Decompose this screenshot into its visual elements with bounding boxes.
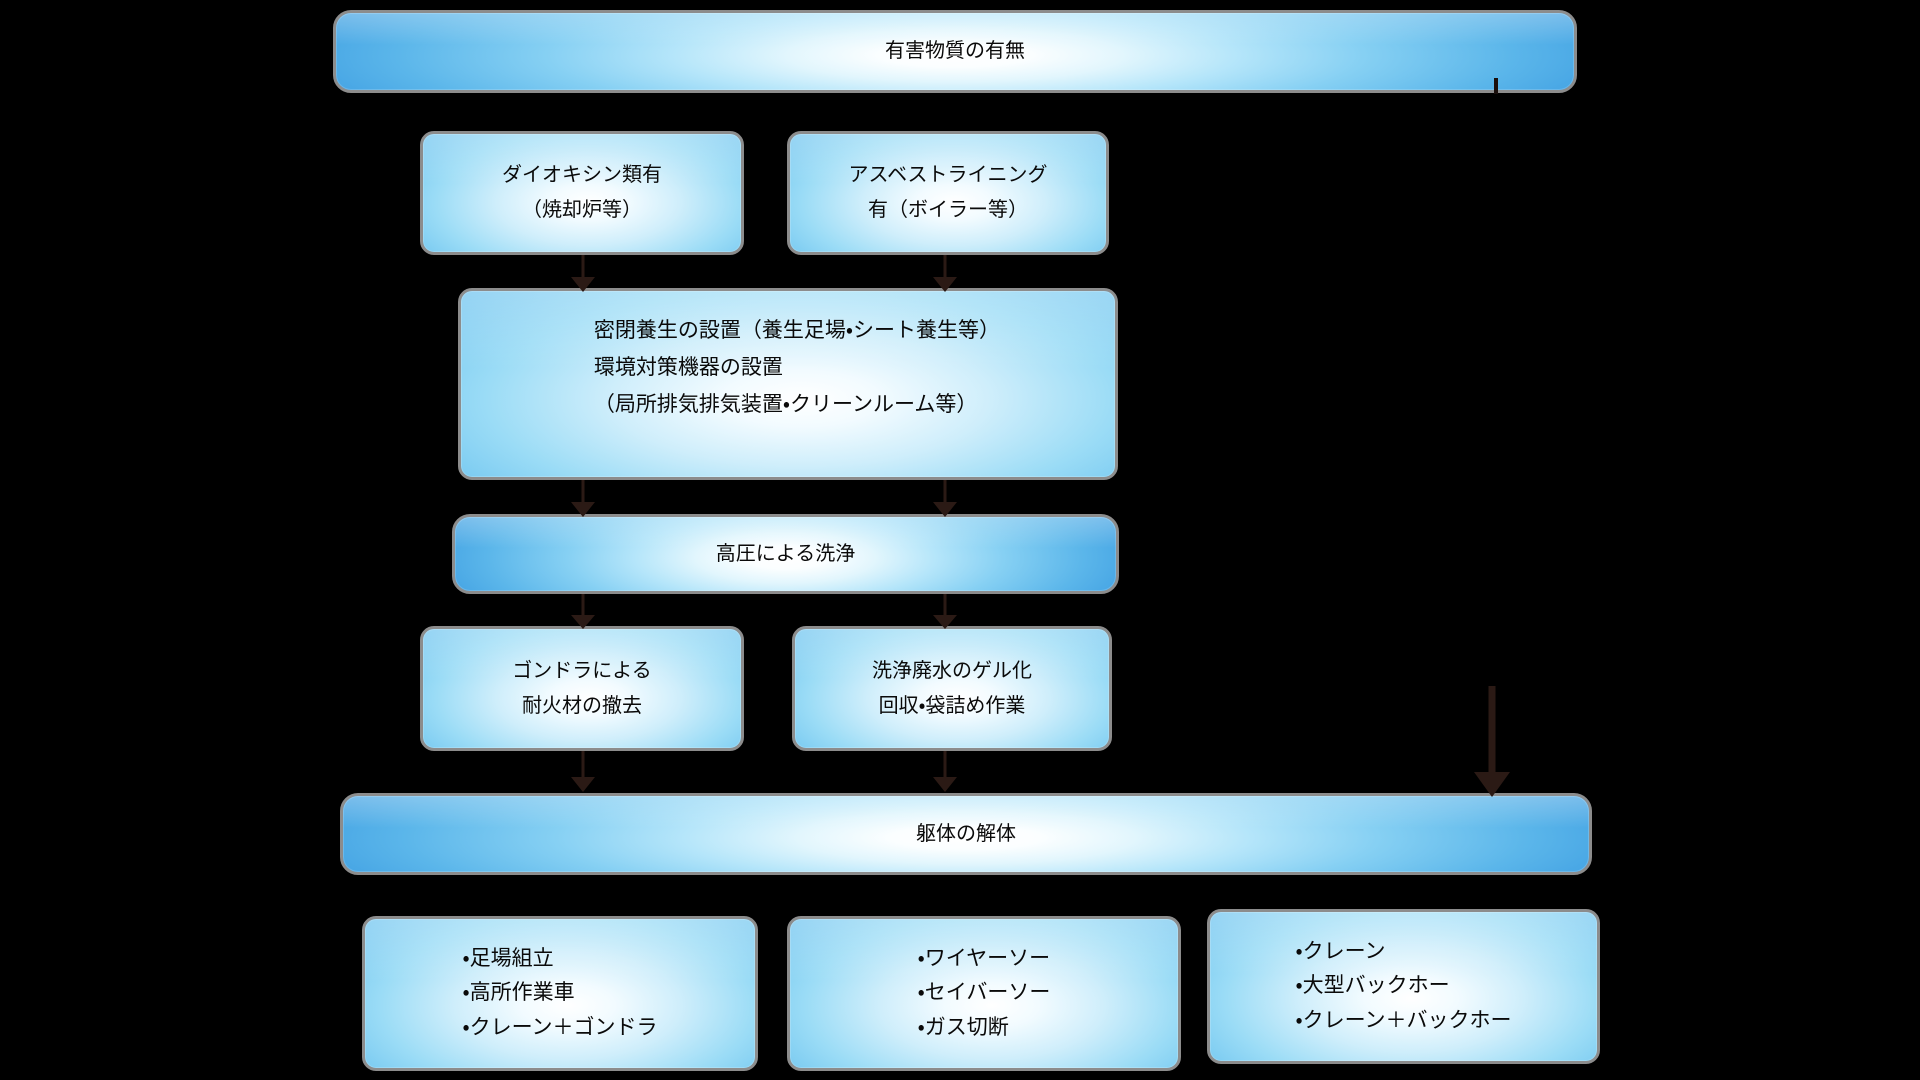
node-high-pressure-washing[interactable]: 高圧による洗浄 bbox=[452, 514, 1119, 594]
equipment-list: ・ワイヤーソー ・セイバーソー ・ガス切断 bbox=[918, 942, 1051, 1044]
node-line-1: 洗浄廃水のゲル化 bbox=[872, 659, 1032, 682]
arrow-gel-to-demolish bbox=[925, 751, 965, 793]
node-asbestos-lining-present[interactable]: アスベストライニング 有（ボイラー等） bbox=[787, 131, 1109, 255]
list-item: ・高所作業車 bbox=[462, 981, 575, 1005]
node-text: 密閉養生の設置（養生足場・シート養生等） 環境対策機器の設置 （局所排気排気装置… bbox=[576, 313, 1000, 423]
node-equipment-scaffolding[interactable]: ・足場組立 ・高所作業車 ・クレーン＋ゴンドラ bbox=[362, 916, 758, 1071]
list-item: ・ワイヤーソー bbox=[917, 947, 1051, 971]
list-item: ・ガス切断 bbox=[917, 1015, 1009, 1039]
node-line-2: （焼却炉等） bbox=[522, 199, 642, 221]
node-line-1: ダイオキシン類有 bbox=[502, 164, 662, 186]
node-dioxin-present[interactable]: ダイオキシン類有 （焼却炉等） bbox=[420, 131, 744, 255]
node-line-2: 環境対策機器の設置 bbox=[593, 355, 783, 379]
arrow-enclosure-to-wash-right bbox=[925, 480, 965, 518]
node-equipment-heavy-machinery[interactable]: ・クレーン ・大型バックホー ・クレーン＋バックホー bbox=[1207, 909, 1600, 1064]
node-label: 躯体の解体 bbox=[916, 822, 1016, 845]
node-line-2: 有（ボイラー等） bbox=[868, 199, 1028, 221]
node-line-2: 耐火材の撤去 bbox=[522, 694, 642, 717]
node-label: 有害物質の有無 bbox=[885, 40, 1025, 62]
node-structure-demolition[interactable]: 躯体の解体 bbox=[340, 793, 1592, 875]
node-label: 高圧による洗浄 bbox=[715, 542, 856, 565]
node-line-3: （局所排気排気装置・クリーンルーム等） bbox=[593, 392, 978, 416]
node-text: 洗浄廃水のゲル化 回収・袋詰め作業 bbox=[872, 654, 1032, 724]
list-item: ・クレーン＋ゴンドラ bbox=[462, 1015, 658, 1039]
arrow-asbestos-to-enclosure bbox=[925, 255, 965, 293]
node-wastewater-gelation-collection[interactable]: 洗浄廃水のゲル化 回収・袋詰め作業 bbox=[792, 626, 1112, 751]
node-text: ゴンドラによる 耐火材の撤去 bbox=[512, 654, 651, 724]
equipment-list: ・足場組立 ・高所作業車 ・クレーン＋ゴンドラ bbox=[462, 942, 657, 1044]
node-line-1: アスベストライニング bbox=[848, 164, 1048, 186]
equipment-list: ・クレーン ・大型バックホー ・クレーン＋バックホー bbox=[1295, 935, 1511, 1037]
node-equipment-cutting[interactable]: ・ワイヤーソー ・セイバーソー ・ガス切断 bbox=[787, 916, 1181, 1071]
arrow-enclosure-to-wash-left bbox=[563, 480, 603, 518]
list-item: ・クレーン＋バックホー bbox=[1295, 1008, 1512, 1032]
arrow-dioxin-to-enclosure bbox=[563, 255, 603, 293]
node-line-1: ゴンドラによる bbox=[512, 659, 652, 682]
list-item: ・セイバーソー bbox=[917, 981, 1051, 1005]
node-line-2: 回収・袋詰め作業 bbox=[878, 694, 1026, 717]
list-item: ・足場組立 bbox=[462, 947, 554, 971]
arrow-gondola-to-demolish bbox=[563, 751, 603, 793]
connector-stub-top-right bbox=[1494, 78, 1498, 94]
node-text: アスベストライニング 有（ボイラー等） bbox=[849, 158, 1048, 228]
list-item: ・大型バックホー bbox=[1295, 974, 1450, 998]
arrow-wash-to-gel bbox=[925, 594, 965, 630]
node-gondola-refractory-removal[interactable]: ゴンドラによる 耐火材の撤去 bbox=[420, 626, 744, 751]
node-hazardous-substance-presence[interactable]: 有害物質の有無 bbox=[333, 10, 1577, 93]
node-text: ダイオキシン類有 （焼却炉等） bbox=[502, 158, 662, 228]
node-line-1: 密閉養生の設置（養生足場・シート養生等） bbox=[593, 319, 1001, 342]
list-item: ・クレーン bbox=[1295, 940, 1386, 964]
arrow-bypass-to-demolish bbox=[1462, 686, 1522, 798]
arrow-wash-to-gondola bbox=[563, 594, 603, 630]
node-enclosure-and-environmental-equipment[interactable]: 密閉養生の設置（養生足場・シート養生等） 環境対策機器の設置 （局所排気排気装置… bbox=[458, 288, 1118, 480]
